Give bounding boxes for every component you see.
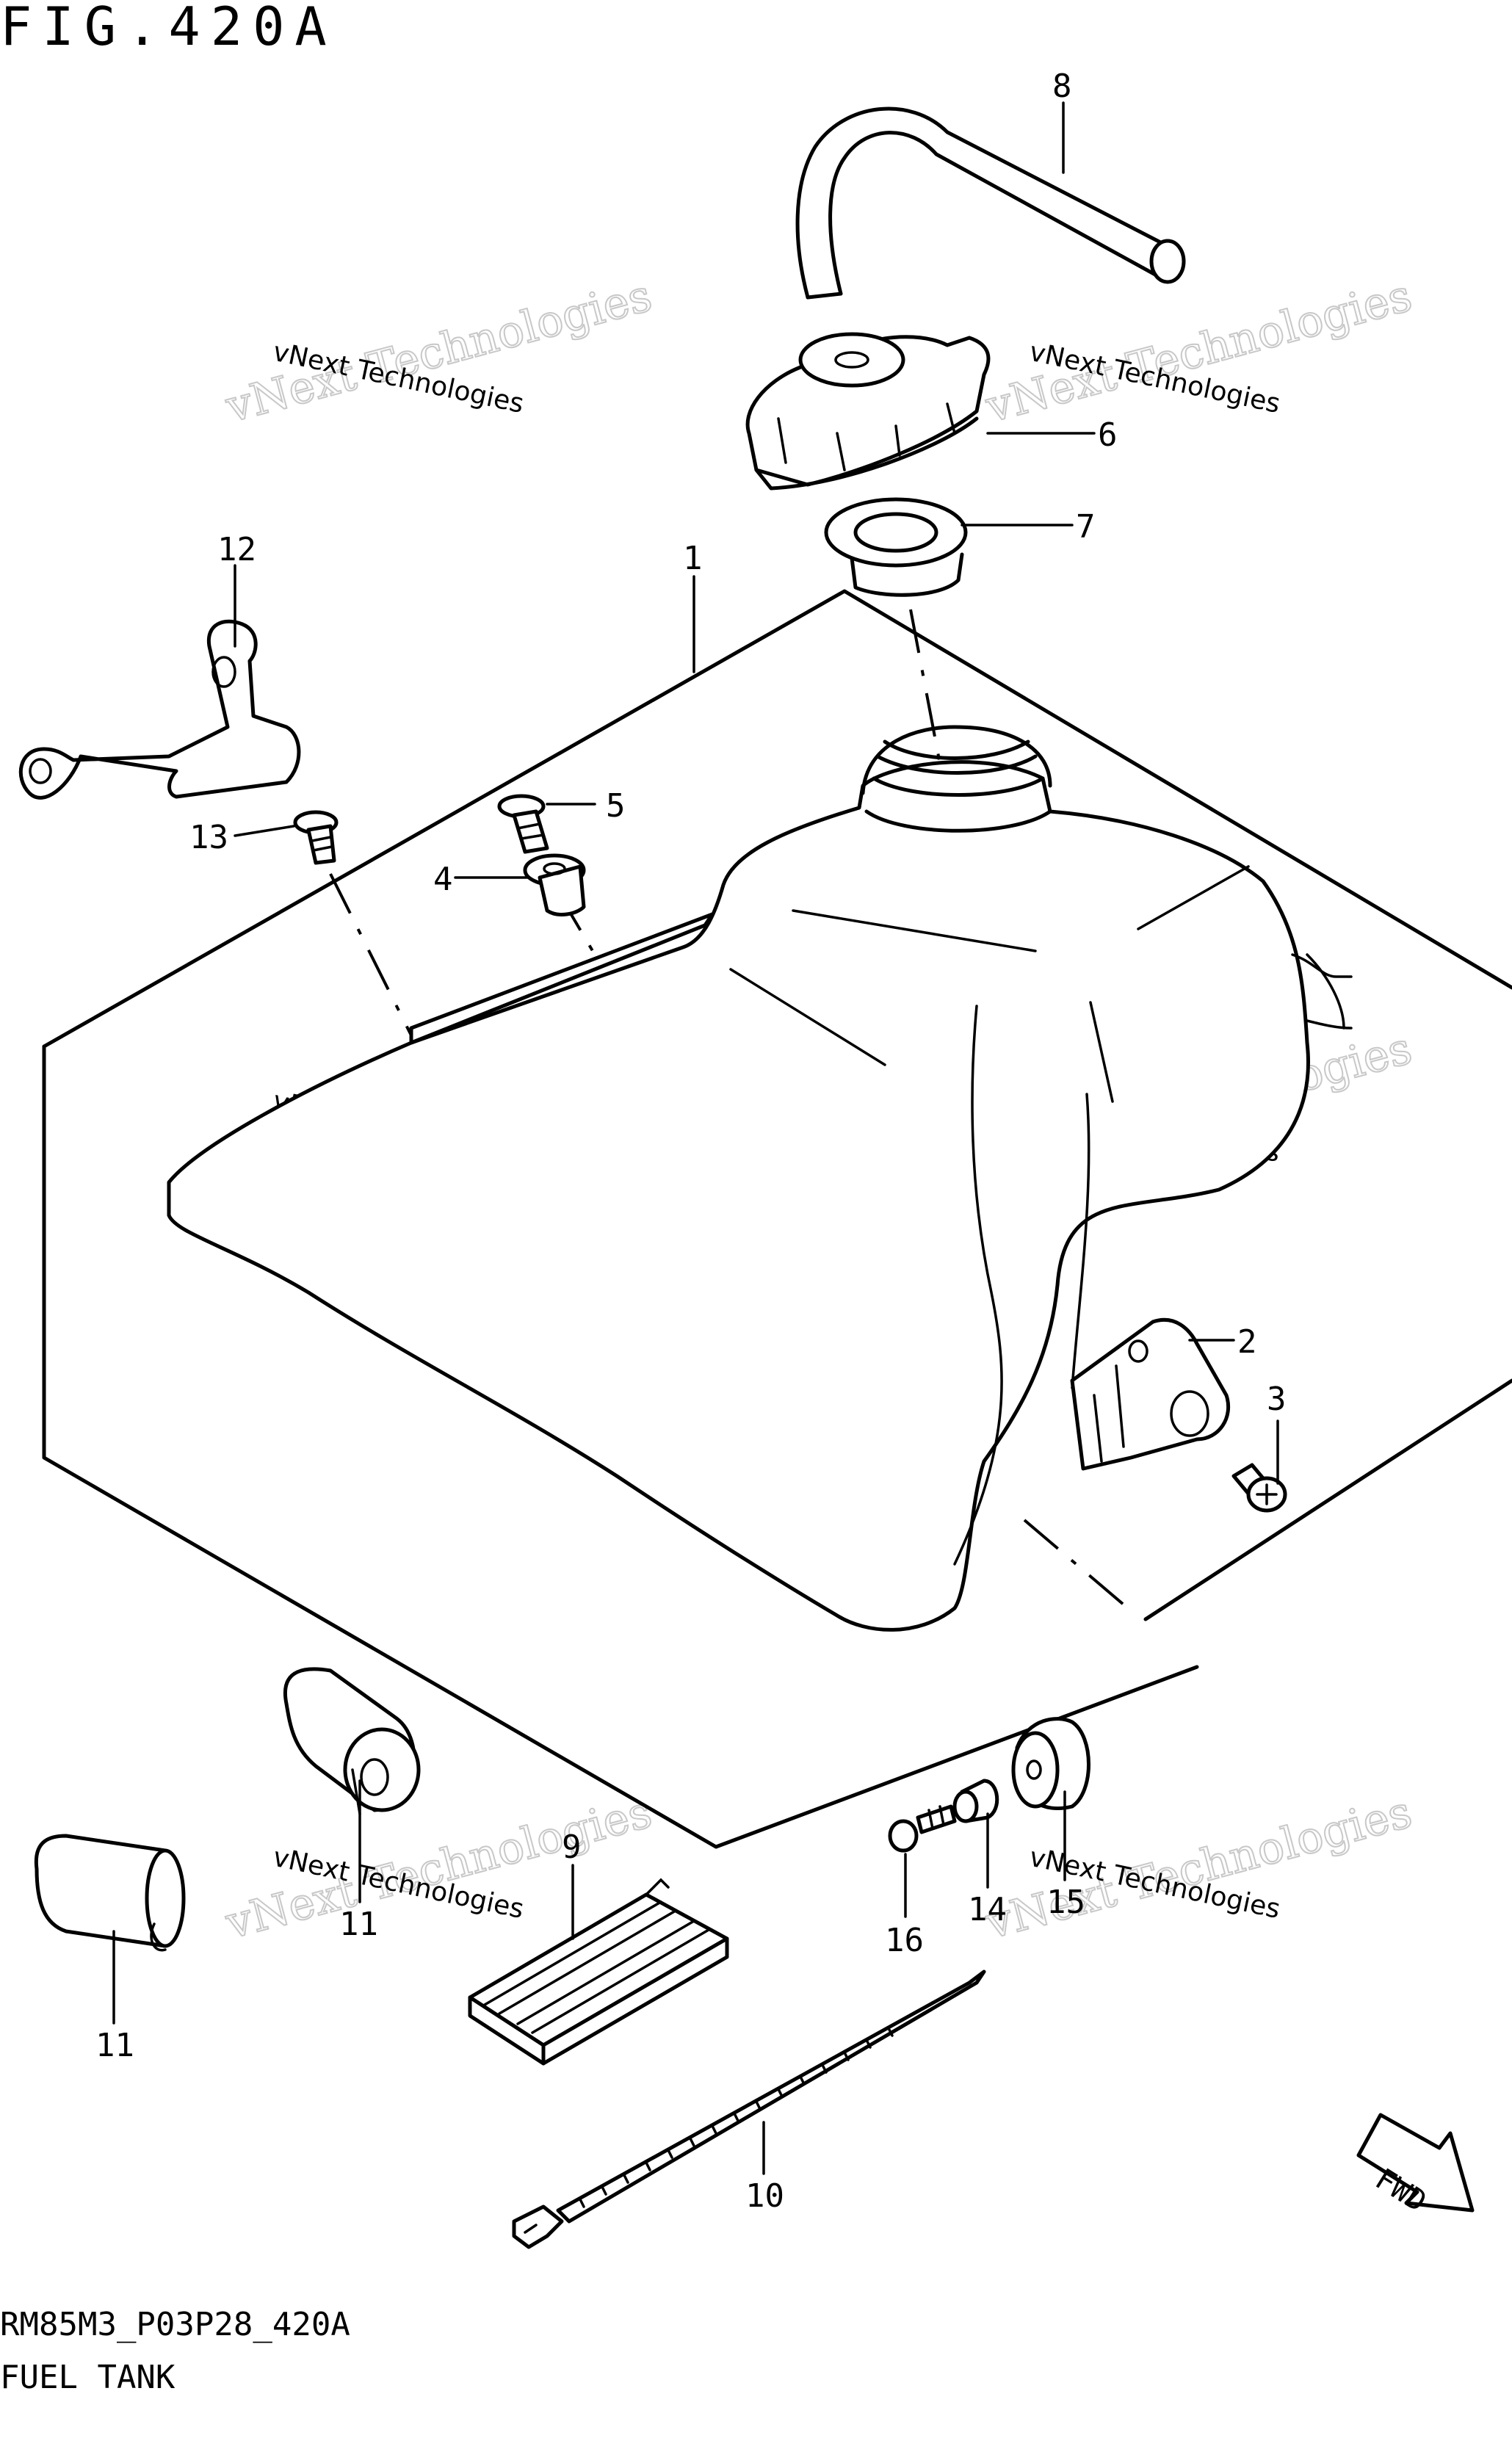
- callout-9[interactable]: 9: [562, 1828, 582, 1866]
- callout-6[interactable]: 6: [1098, 416, 1118, 454]
- breather-hose[interactable]: [795, 106, 1186, 300]
- callout-7[interactable]: 7: [1076, 508, 1096, 546]
- bracket[interactable]: [1070, 1317, 1231, 1471]
- fuel-tank[interactable]: [167, 725, 1353, 1632]
- callout-2[interactable]: 2: [1237, 1323, 1257, 1361]
- cushion-lower[interactable]: [34, 1834, 186, 1952]
- callout-11-lower[interactable]: 11: [95, 2027, 134, 2064]
- fuel-cap[interactable]: [745, 332, 991, 491]
- callout-16[interactable]: 16: [885, 1922, 924, 1959]
- screw[interactable]: [1231, 1463, 1287, 1513]
- clamp-bracket[interactable]: [18, 619, 301, 800]
- cushion-pad[interactable]: [468, 1878, 729, 2066]
- bolt-small[interactable]: [888, 1804, 957, 1853]
- screw-small[interactable]: [293, 810, 339, 865]
- figure-code: RM85M3_P03P28_420A: [0, 2306, 350, 2343]
- grommet[interactable]: [1011, 1717, 1090, 1811]
- callout-10[interactable]: 10: [745, 2177, 784, 2215]
- assembly-frame: [42, 589, 1512, 1849]
- callouts: 1 2 3 4 5 6 7 8 9 10 11 11 12: [95, 68, 1287, 2215]
- figure-title: FIG.420A: [0, 0, 337, 57]
- cable-tie[interactable]: [512, 1969, 986, 2249]
- callout-11-upper[interactable]: 11: [339, 1906, 378, 1943]
- watermark: vNext Technologies vNext Technologies: [220, 270, 658, 434]
- collar[interactable]: [523, 853, 586, 916]
- callout-4[interactable]: 4: [433, 861, 453, 898]
- collar-small[interactable]: [952, 1779, 999, 1823]
- callout-3[interactable]: 3: [1267, 1381, 1287, 1418]
- fwd-arrow: FWD: [1356, 2113, 1475, 2219]
- callout-12[interactable]: 12: [217, 531, 256, 568]
- callout-15[interactable]: 15: [1046, 1884, 1085, 1921]
- bolt[interactable]: [497, 794, 549, 854]
- cushion-upper[interactable]: [283, 1667, 421, 1815]
- watermark: vNext Technologies vNext Technologies: [980, 270, 1418, 434]
- watermark: vNext Technologies vNext Technologies: [980, 1786, 1418, 1950]
- figure-name: FUEL TANK: [0, 2359, 176, 2396]
- callout-13[interactable]: 13: [189, 819, 228, 856]
- callout-8[interactable]: 8: [1052, 68, 1072, 105]
- callout-5[interactable]: 5: [606, 787, 626, 825]
- gasket[interactable]: [824, 497, 968, 597]
- callout-1[interactable]: 1: [683, 540, 703, 577]
- callout-14[interactable]: 14: [968, 1891, 1007, 1928]
